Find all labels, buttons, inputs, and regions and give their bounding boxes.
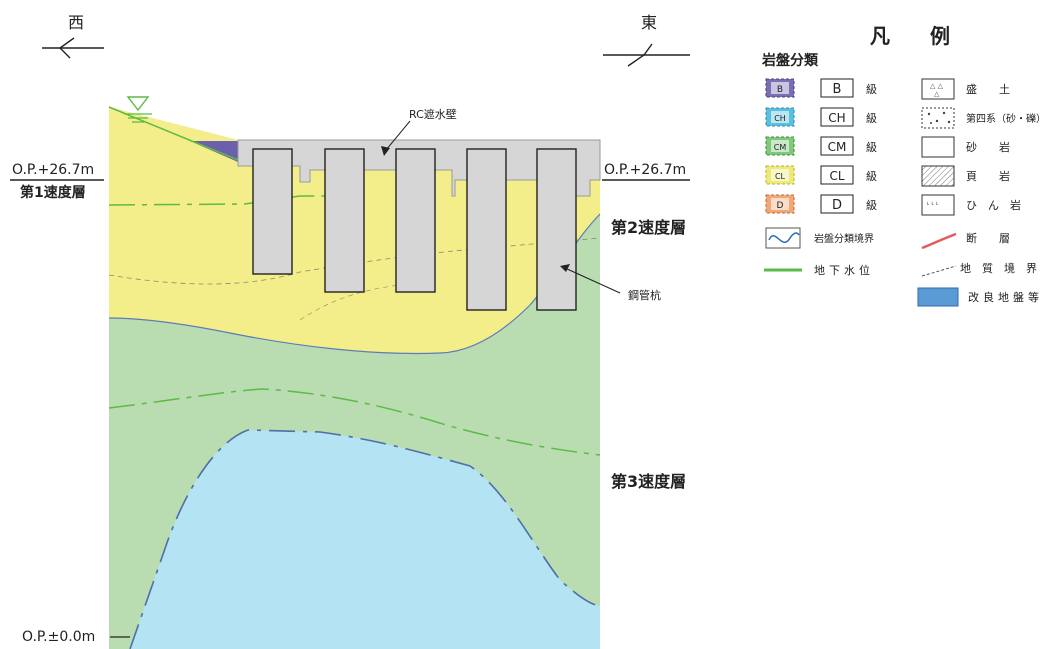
material-row-blank: 砂 岩 (921, 136, 1010, 158)
rock-class-row-b: B B 級 (765, 78, 877, 98)
elevation-label-top-right: O.P.+26.7m (604, 162, 686, 178)
geologic-boundary-faint-1 (108, 237, 601, 285)
material-label-dots: 第四系（砂・礫） (966, 112, 1046, 125)
rock-class-badge-cm: CM (774, 143, 787, 152)
west-marker: 西 (42, 13, 104, 59)
material-row-dots: 第四系（砂・礫） (921, 107, 1046, 129)
geologic-boundary-line-icon (921, 265, 957, 277)
east-marker: 東 (603, 13, 690, 67)
rock-class-suffix-cl: 級 (866, 170, 877, 183)
steel-pipe-pile-1 (252, 148, 293, 275)
rock-boundary-wave-icon (768, 232, 800, 243)
geologic-boundary-row: 地 質 境 界 (921, 261, 1037, 277)
groundwater-line-lower (108, 388, 601, 456)
material-row-hatch: 頁 岩 (921, 165, 1010, 187)
improved-ground-label: 改良地盤等 (968, 290, 1043, 304)
material-label-ticks: ひ ん 岩 (966, 198, 1021, 212)
rock-class-label-cl: CL (829, 169, 844, 183)
fault-row: 断 層 (921, 231, 1010, 250)
geologic-boundary-label: 地 質 境 界 (960, 261, 1037, 275)
layer-3-label: 第3速度層 (611, 472, 686, 491)
material-row-ticks: ˪ ˪ ˪ ひ ん 岩 (921, 194, 1021, 216)
velocity-layer-3-zone (130, 430, 600, 649)
rock-class-b-wedge (190, 141, 238, 162)
elevation-label-top-left: O.P.+26.7m (12, 162, 94, 178)
steel-pipe-pile-3 (395, 148, 436, 293)
rock-class-suffix-d: 級 (866, 199, 877, 212)
geologic-boundary-faint-2 (299, 284, 401, 321)
rock-class-label-d: D (832, 198, 842, 213)
rc-wall-arrowhead (381, 146, 390, 156)
water-level-marker (124, 96, 152, 123)
pile-callout-arrow (564, 267, 621, 294)
water-level-row: 地下水位 (764, 263, 874, 277)
material-row-fill: △ △ △ 盛 土 (921, 78, 1010, 100)
legend-title: 凡 例 (870, 24, 950, 48)
rock-class-label-b: B (833, 82, 842, 97)
rock-class-suffix-cm: 級 (866, 141, 877, 154)
layer-3-boundary-line (129, 429, 601, 649)
rock-class-badge-ch: CH (774, 114, 786, 123)
rock-class-label-ch: CH (828, 111, 845, 125)
groundwater-line-upper (108, 195, 330, 206)
rock-class-row-cm: CM CM 級 (765, 136, 877, 156)
fault-line-icon (921, 232, 957, 250)
rock-class-heading: 岩盤分類 (761, 52, 819, 69)
rc-wall-callout-arrow (385, 120, 411, 151)
improved-ground-swatch (917, 287, 959, 307)
improved-ground-row: 改良地盤等 (917, 287, 1043, 307)
layer-1-label: 第1速度層 (20, 184, 86, 201)
rock-boundary-label: 岩盤分類境界 (814, 232, 874, 245)
pile-callout-label: 鋼管杭 (628, 288, 661, 302)
rc-wall-callout-label: RC遮水壁 (409, 107, 457, 121)
steel-pipe-pile-5 (536, 148, 577, 311)
svg-text:˪ ˪ ˪: ˪ ˪ ˪ (927, 199, 938, 207)
water-level-label: 地下水位 (814, 263, 874, 277)
steel-pipe-pile-2 (324, 148, 365, 293)
rock-class-row-ch: CH CH 級 (765, 107, 877, 127)
steel-pipe-pile-4 (466, 148, 507, 311)
legend: 凡 例 岩盤分類 B B 級 CH CH 級 CM CM 級 (761, 24, 1046, 307)
ground-surface-line (108, 106, 239, 161)
west-label: 西 (68, 13, 84, 32)
rock-class-badge-d: D (777, 201, 784, 211)
material-label-hatch: 頁 岩 (966, 169, 1010, 183)
fault-label: 断 層 (966, 231, 1010, 245)
svg-text:△ △: △ △ (930, 82, 944, 90)
east-label: 東 (641, 13, 657, 32)
material-label-blank: 砂 岩 (966, 140, 1010, 154)
layer-2-label: 第2速度層 (611, 218, 686, 237)
cross-section (108, 96, 601, 649)
pile-arrowhead (560, 264, 570, 272)
material-label-fill: 盛 土 (966, 82, 1010, 96)
rock-class-suffix-b: 級 (866, 83, 877, 96)
rock-class-badge-cl: CL (775, 172, 786, 181)
rock-class-suffix-ch: 級 (866, 112, 877, 125)
rock-boundary-row: 岩盤分類境界 (765, 227, 874, 249)
rock-class-label-cm: CM (828, 140, 847, 154)
elevation-label-bottom: O.P.±0.0m (22, 629, 95, 645)
rock-class-row-cl: CL CL 級 (765, 165, 877, 185)
rock-class-row-d: D D 級 (765, 194, 877, 214)
rock-class-badge-b: B (777, 85, 783, 95)
svg-text:△: △ (934, 90, 940, 98)
